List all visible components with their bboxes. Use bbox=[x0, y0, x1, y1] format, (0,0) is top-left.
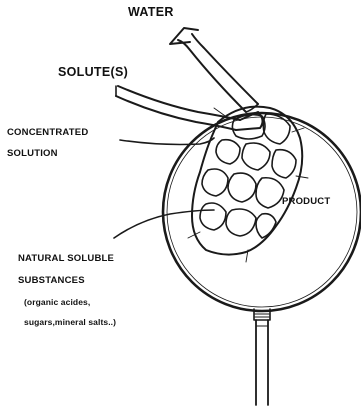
product-label: PRODUCT bbox=[282, 197, 330, 207]
concentrated-solution-pointer bbox=[120, 138, 214, 145]
solute-arrow-icon bbox=[116, 86, 263, 130]
water-label: WATER bbox=[128, 6, 174, 19]
concentrated-label-line2: SOLUTION bbox=[7, 149, 58, 159]
water-arrow-icon bbox=[170, 28, 258, 112]
natural-label-line1: NATURAL SOLUBLE bbox=[18, 254, 114, 264]
natural-label-line2: SUBSTANCES bbox=[18, 276, 85, 286]
solutes-label: SOLUTE(S) bbox=[58, 66, 128, 79]
natural-label-line4: sugars,mineral salts..) bbox=[24, 318, 116, 327]
natural-label-line3: (organic acides, bbox=[24, 298, 90, 307]
concentrated-label-line1: CONCENTRATED bbox=[7, 128, 88, 138]
magnifying-glass-icon bbox=[163, 113, 361, 405]
